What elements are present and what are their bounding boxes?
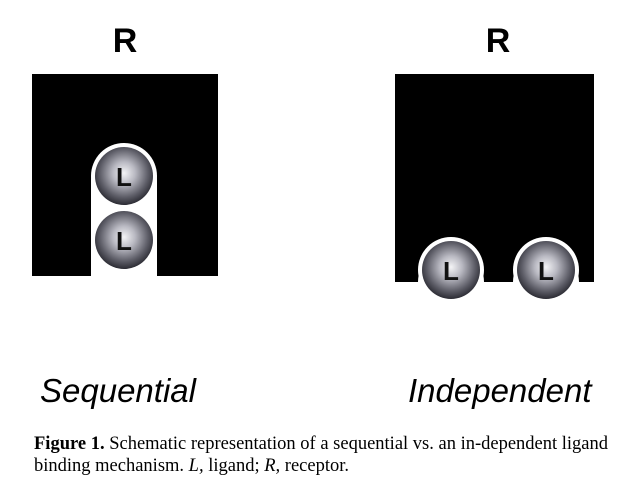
caption-text-3: receptor. (280, 456, 349, 476)
independent-receptor (395, 74, 594, 282)
independent-mechanism-label: Independent (408, 372, 592, 409)
independent-ligand-1-label: L (443, 256, 459, 286)
sequential-ligand-2: L (91, 207, 157, 273)
sequential-receptor-body (32, 74, 218, 276)
independent-ligand-2: L (513, 237, 579, 303)
independent-receptor-label: R (485, 22, 511, 60)
caption-abbr-l: L, (188, 456, 204, 476)
figure-caption: Figure 1. Schematic representation of a … (34, 433, 614, 477)
independent-ligand-1: L (418, 237, 484, 303)
caption-text-1: Schematic representation of a sequential… (34, 434, 609, 476)
sequential-ligand-1-label: L (116, 162, 132, 192)
diagram-svg: L L L L (32, 74, 594, 303)
independent-receptor-body (395, 74, 594, 282)
figure-number: Figure 1. (34, 434, 105, 454)
caption-text-2: ligand; (203, 456, 265, 476)
sequential-ligand-1: L (91, 143, 157, 209)
sequential-ligand-2-label: L (116, 226, 132, 256)
independent-ligand-2-label: L (538, 256, 554, 286)
diagram: L L L L R R Sequential Independent (32, 22, 594, 409)
sequential-mechanism-label: Sequential (40, 372, 196, 409)
caption-abbr-r: R, (264, 456, 281, 476)
sequential-receptor (32, 74, 218, 276)
sequential-receptor-label: R (112, 22, 138, 60)
